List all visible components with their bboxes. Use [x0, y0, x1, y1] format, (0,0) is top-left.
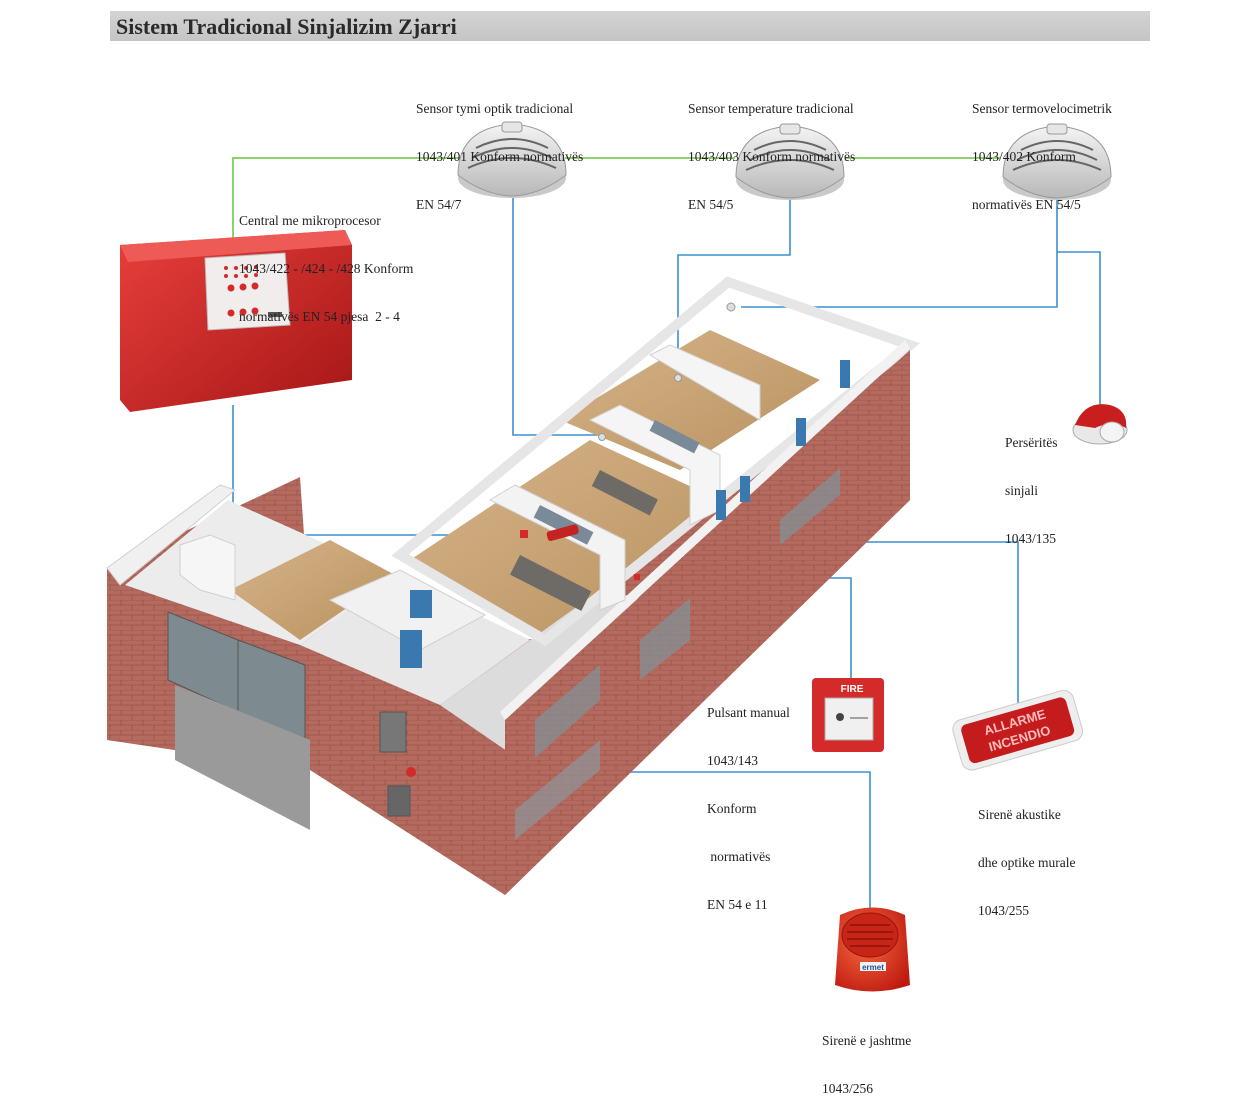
control-panel-name: Central me mikroprocesor — [239, 213, 381, 228]
manual-call-point-label: Pulsant manual 1043/143 Konform normativ… — [707, 673, 790, 929]
acoustic-siren-image: ALLARME INCENDIO — [952, 689, 1084, 771]
control-panel-label: Central me mikroprocesor 1043/422 - /424… — [239, 181, 413, 341]
temp-sensor-norm: EN 54/5 — [688, 197, 734, 212]
acoustic-siren-name-1: Sirenë akustike — [978, 807, 1061, 822]
outdoor-siren-name: Sirenë e jashtme — [822, 1033, 912, 1048]
repeater-image — [1072, 404, 1128, 445]
outdoor-siren-image: ermet — [835, 907, 910, 992]
rate-of-rise-sensor-image — [1002, 123, 1112, 200]
control-panel-image — [120, 230, 352, 412]
temperature-sensor-image — [735, 123, 845, 200]
smoke-sensor-norm: EN 54/7 — [416, 197, 462, 212]
smoke-sensor-image — [457, 121, 567, 198]
call-point-normative: normativës — [707, 849, 771, 864]
siren-brand-text: ermet — [862, 963, 884, 972]
control-panel-code: 1043/422 - /424 - /428 Konform — [239, 261, 414, 276]
call-point-name: Pulsant manual — [707, 705, 790, 720]
temp-sensor-name: Sensor temperature tradicional — [688, 101, 854, 116]
repeater-name-1: Persëritës — [1005, 435, 1058, 450]
repeater-label: Persëritës sinjali 1043/135 — [1005, 403, 1057, 563]
manual-call-point-image: FIRE — [812, 678, 884, 752]
title-bar: Sistem Tradicional Sinjalizim Zjarri — [110, 11, 1150, 41]
rate-sensor-code: 1043/402 Konform — [972, 149, 1076, 164]
green-bus-line — [232, 157, 1000, 240]
outdoor-siren-label: Sirenë e jashtme 1043/256 — [822, 1001, 911, 1113]
acoustic-siren-code: 1043/255 — [978, 903, 1030, 918]
diagram-canvas: FIRE ALLARME INCENDIO ermet — [106, 121, 1128, 992]
outdoor-siren-code: 1043/256 — [822, 1081, 874, 1096]
page-title: Sistem Tradicional Sinjalizim Zjarri — [116, 14, 457, 39]
temp-sensor-code: 1043/403 Konform normativës — [688, 149, 856, 164]
call-point-norm: EN 54 e 11 — [707, 897, 768, 912]
rate-sensor-name: Sensor termovelocimetrik — [972, 101, 1112, 116]
call-point-conform: Konform — [707, 801, 757, 816]
smoke-sensor-code: 1043/401 Konform normativës — [416, 149, 584, 164]
repeater-code: 1043/135 — [1005, 531, 1057, 546]
smoke-sensor-label: Sensor tymi optik tradicional 1043/401 K… — [416, 69, 583, 229]
acoustic-siren-label: Sirenë akustike dhe optike murale 1043/2… — [978, 775, 1075, 935]
acoustic-siren-name-2: dhe optike murale — [978, 855, 1076, 870]
rate-sensor-norm: normativës EN 54/5 — [972, 197, 1081, 212]
rate-of-rise-sensor-label: Sensor termovelocimetrik 1043/402 Konfor… — [972, 69, 1112, 229]
building-illustration — [106, 276, 921, 895]
repeater-name-2: sinjali — [1005, 483, 1038, 498]
temperature-sensor-label: Sensor temperature tradicional 1043/403 … — [688, 69, 855, 229]
control-panel-norm: normativës EN 54 pjesa 2 - 4 — [239, 309, 400, 324]
call-point-code: 1043/143 — [707, 753, 759, 768]
smoke-sensor-name: Sensor tymi optik tradicional — [416, 101, 574, 116]
call-point-fire-text: FIRE — [841, 684, 864, 695]
